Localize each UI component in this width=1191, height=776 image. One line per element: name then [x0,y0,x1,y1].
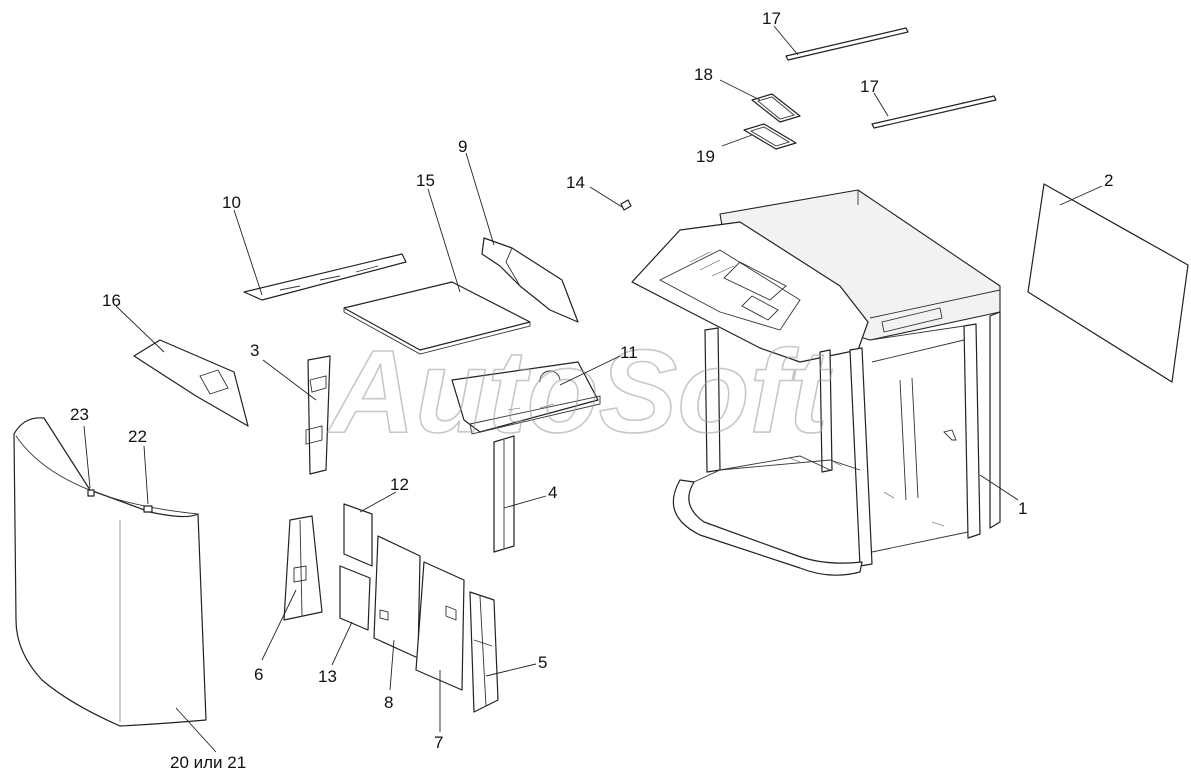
part-13-insulation-pad [339,565,371,631]
part-7-panel [415,561,465,691]
part-17-seal-strip-right [871,95,997,129]
part-14-bolt [620,199,632,211]
callout-labels: 1 2 3 4 5 6 7 8 9 10 11 12 13 14 15 16 1… [70,9,1113,772]
leader-lines [83,25,1103,753]
part-15-roof-panel [343,281,531,355]
callout-2: 2 [1104,171,1113,190]
callout-7: 7 [434,733,443,752]
callout-5: 5 [538,653,547,672]
part-20-21-curved-panel [13,417,207,727]
part-5-pillar [469,591,499,713]
part-3-pillar [305,355,331,475]
callout-8: 8 [384,693,393,712]
callout-12: 12 [390,475,409,494]
callout-22: 22 [128,427,147,446]
watermark: AutoSoft [327,326,833,458]
part-16-panel [133,339,249,427]
callout-1: 1 [1018,499,1027,518]
callout-9: 9 [458,137,467,156]
callout-13: 13 [318,667,337,686]
part-8-panel [373,535,421,659]
callout-17-top: 17 [762,9,781,28]
callout-10: 10 [222,193,241,212]
callout-19: 19 [696,147,715,166]
callout-3: 3 [250,341,259,360]
callout-15: 15 [416,171,435,190]
part-9-panel [481,237,579,323]
part-4-pillar [493,435,515,553]
part-12-insulation-pad [343,503,373,567]
callout-18: 18 [694,65,713,84]
part-11-bracket [451,361,601,435]
part-17-seal-strip-top [785,27,909,61]
part-19-gasket [743,123,797,150]
callout-14: 14 [566,173,585,192]
callout-23: 23 [70,405,89,424]
callout-6: 6 [254,665,263,684]
callout-4: 4 [548,483,557,502]
callout-20-21: 20 или 21 [170,753,246,772]
part-6-pillar [283,515,323,621]
callout-17-right: 17 [860,77,879,96]
part-18-frame [751,93,801,123]
part-10-bracket [243,253,407,301]
part-2-side-panel [1027,183,1189,383]
part-1-cab-frame [631,189,1001,576]
callout-11: 11 [620,343,638,362]
callout-16: 16 [102,291,121,310]
